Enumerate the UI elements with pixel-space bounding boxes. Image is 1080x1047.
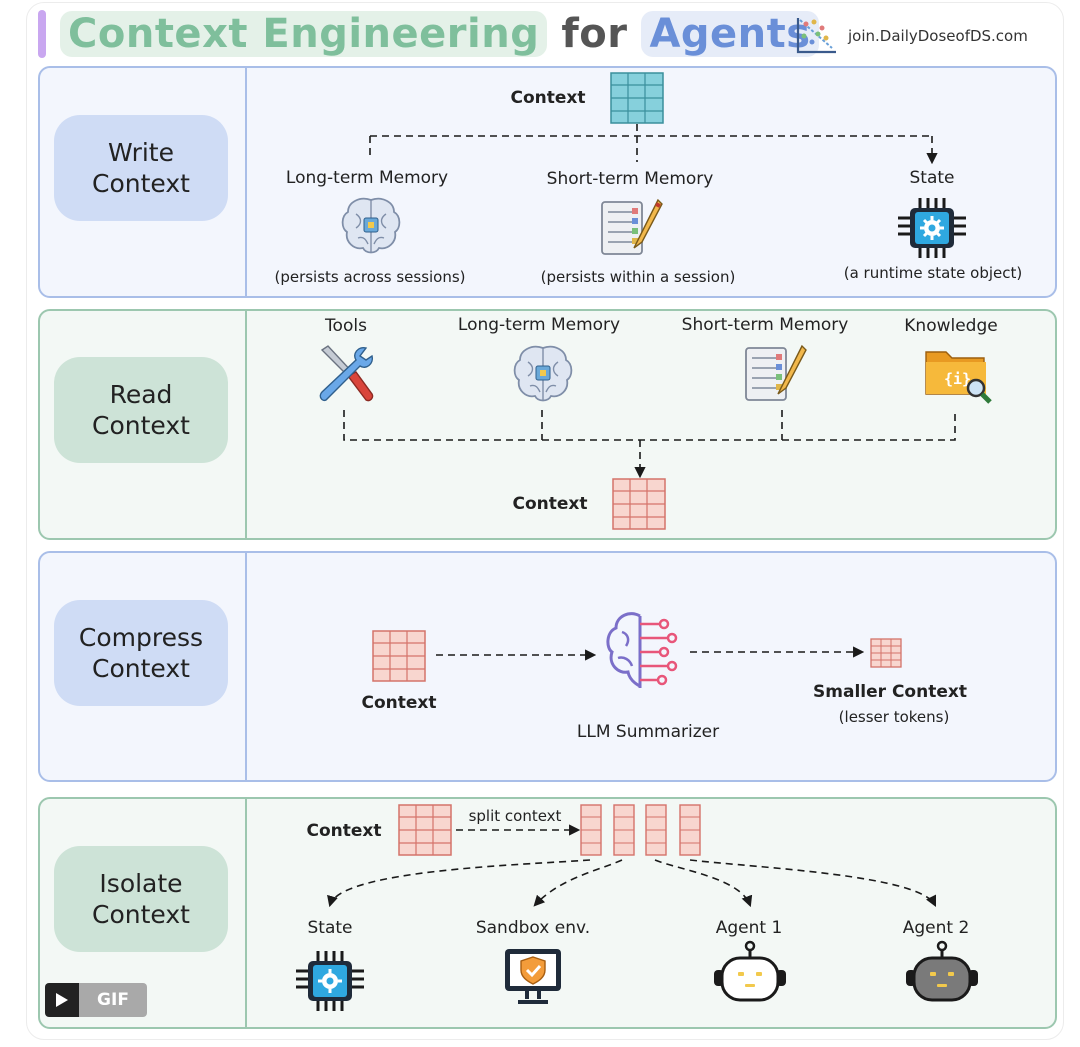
checklist-icon	[601, 198, 663, 255]
write-target-note: (persists across sessions)	[274, 268, 466, 286]
read-pill: Read Context	[54, 357, 228, 463]
isolate-target-label: Agent 1	[715, 918, 783, 938]
pill-line-2: Context	[92, 900, 190, 929]
compress-context-label: Context	[361, 693, 437, 713]
write-section: Write Context	[38, 66, 1057, 298]
compress-section: Compress Context	[38, 551, 1057, 782]
write-target-note: (persists within a session)	[540, 268, 736, 286]
gif-play-badge[interactable]: GIF	[45, 983, 147, 1017]
context-grid-icon	[372, 630, 426, 682]
llm-summarizer-label: LLM Summarizer	[576, 722, 720, 742]
read-context-label: Context	[512, 494, 588, 514]
robot-icon	[906, 940, 978, 1002]
write-target-note: (a runtime state object)	[843, 264, 1023, 282]
pill-line-1: Read	[109, 379, 173, 409]
gif-label: GIF	[79, 983, 147, 1017]
context-slice-icon	[679, 804, 701, 856]
write-target-label: State	[909, 168, 955, 188]
page-title: Context Engineering for Agents	[60, 4, 819, 64]
robot-icon	[714, 940, 786, 1002]
small-context-grid-icon	[870, 638, 902, 668]
context-grid-icon	[612, 478, 666, 530]
divider	[245, 799, 247, 1027]
read-source-label: Tools	[325, 316, 367, 336]
read-source-label: Knowledge	[904, 316, 998, 336]
compress-pill: Compress Context	[54, 600, 228, 706]
title-part-1: Context Engineering	[60, 11, 548, 57]
svg-text:{i}: {i}	[944, 370, 971, 388]
tools-icon	[319, 345, 374, 402]
brand-logo-icon	[796, 18, 836, 54]
pill-line-2: Context	[92, 654, 190, 683]
divider	[245, 311, 247, 538]
title-accent-bar	[38, 10, 46, 58]
context-slice-icon	[580, 804, 602, 856]
pill-line-1: Isolate	[99, 868, 183, 898]
title-part-2: for	[561, 11, 628, 57]
write-target-label: Long-term Memory	[285, 168, 449, 188]
play-icon[interactable]	[45, 983, 79, 1017]
context-grid-icon	[610, 72, 664, 124]
write-context-label: Context	[510, 88, 586, 108]
read-source-label: Short-term Memory	[681, 315, 849, 335]
pill-line-2: Context	[92, 169, 190, 198]
monitor-shield-icon	[505, 949, 561, 1004]
isolate-target-label: Sandbox env.	[475, 918, 591, 938]
checklist-icon	[745, 344, 807, 401]
brain-icon	[513, 345, 573, 402]
llm-brain-icon	[606, 612, 678, 688]
brand: join.DailyDoseofDS.com	[792, 14, 1028, 58]
divider	[245, 553, 247, 780]
pill-line-1: Write	[107, 137, 174, 167]
smaller-context-note: (lesser tokens)	[838, 708, 950, 726]
isolate-target-label: Agent 2	[902, 918, 970, 938]
divider	[245, 68, 247, 296]
isolate-target-label: State	[307, 918, 353, 938]
isolate-pill: Isolate Context	[54, 846, 228, 952]
brand-url: join.DailyDoseofDS.com	[848, 27, 1028, 45]
context-slice-icon	[645, 804, 667, 856]
context-slice-icon	[613, 804, 635, 856]
context-grid-icon	[398, 804, 452, 856]
brain-icon	[341, 197, 401, 254]
title-part-3: Agents	[641, 11, 819, 57]
chip-icon	[898, 198, 966, 258]
pill-line-2: Context	[92, 411, 190, 440]
read-source-label: Long-term Memory	[457, 315, 621, 335]
chip-icon	[296, 951, 364, 1011]
smaller-context-label: Smaller Context	[813, 682, 967, 702]
isolate-context-label: Context	[306, 821, 382, 841]
split-context-label: split context	[468, 807, 562, 825]
write-target-label: Short-term Memory	[546, 169, 714, 189]
write-pill: Write Context	[54, 115, 228, 221]
pill-line-1: Compress	[78, 622, 204, 652]
folder-icon: {i}	[925, 351, 992, 404]
